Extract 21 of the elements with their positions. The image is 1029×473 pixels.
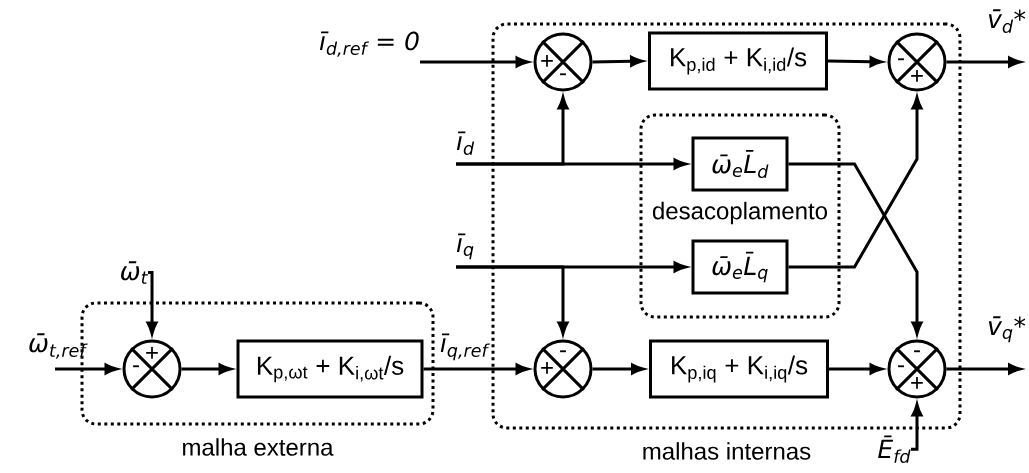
transfer-block: ω̄$_{e}$L̄$_{q}$ [691,239,789,295]
signal-label: ω̄$_{t,ref}$ [29,333,88,359]
signal-label: Ē$_{fd}$ [878,435,911,463]
summing-junction: + - [533,32,593,92]
node-label: malhas internas [643,442,811,460]
transfer-block: K$_{p,iq}$ + K$_{i,iq}$/s [649,339,829,399]
summing-junction: - + [533,339,593,399]
transfer-block: K$_{p,ωt}$ + K$_{i,ωt}$/s [236,339,424,399]
edge-label: ī$_{q,ref}$ [440,333,490,361]
signal-label: ī$_{d}$ [456,131,475,155]
transfer-block: ω̄$_{e}$L̄$_{d}$ [691,136,789,192]
signal-label: v̄$_{q}$* [988,316,1026,343]
summing-junction: + - [122,339,182,399]
summing-junction: - - + [887,339,947,399]
transfer-block: K$_{p,id}$ + K$_{i,id}$/s [648,31,828,91]
summing-junction: - + [887,32,947,92]
signal-label: ī$_{q}$ [456,233,474,260]
signal-label: v̄$_{d}$* [988,9,1026,33]
node-label: malha externa [183,438,334,456]
signal-label: ω̄$_{t}$ [121,261,149,284]
signal-label: ī$_{d,ref}$ = 0 [319,31,419,57]
